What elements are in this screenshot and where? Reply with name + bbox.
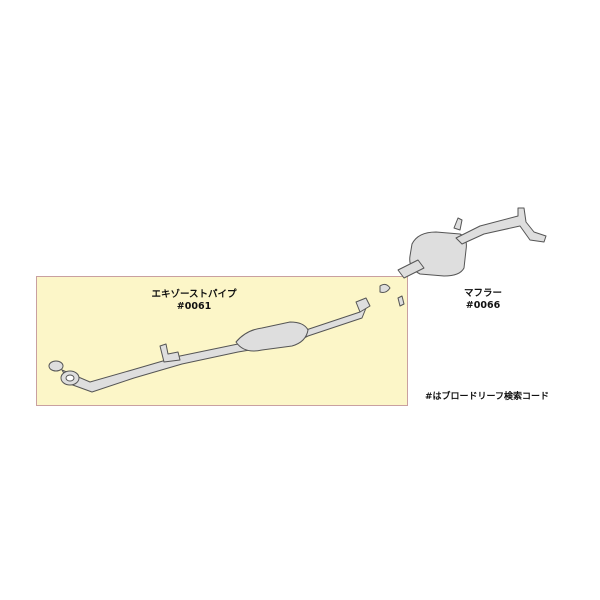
muffler-code: #0066 <box>465 300 501 311</box>
exhaust-pipe-name: エキゾーストパイプ <box>151 289 237 300</box>
search-code-note: #はブロードリーフ検索コード <box>425 392 550 402</box>
muffler-gasket <box>379 283 391 293</box>
exhaust-pipe-label: エキゾーストパイプ #0061 <box>144 289 244 313</box>
muffler-hanger <box>453 217 463 231</box>
muffler-tail-pipe <box>455 207 547 245</box>
front-flange-gasket <box>48 360 64 372</box>
muffler-name: マフラー <box>463 288 502 299</box>
muffler-bolt <box>397 295 405 307</box>
exhaust-hanger-bracket <box>159 343 181 363</box>
exhaust-pipe-shape <box>61 301 367 393</box>
muffler-inlet-pipe <box>397 259 425 279</box>
rear-pipe-end <box>355 297 371 313</box>
catalytic-converter-shape <box>235 321 309 352</box>
front-flange-hole <box>65 374 75 382</box>
exhaust-pipe-code: #0061 <box>176 301 212 312</box>
muffler-label: マフラー #0066 <box>448 288 518 312</box>
